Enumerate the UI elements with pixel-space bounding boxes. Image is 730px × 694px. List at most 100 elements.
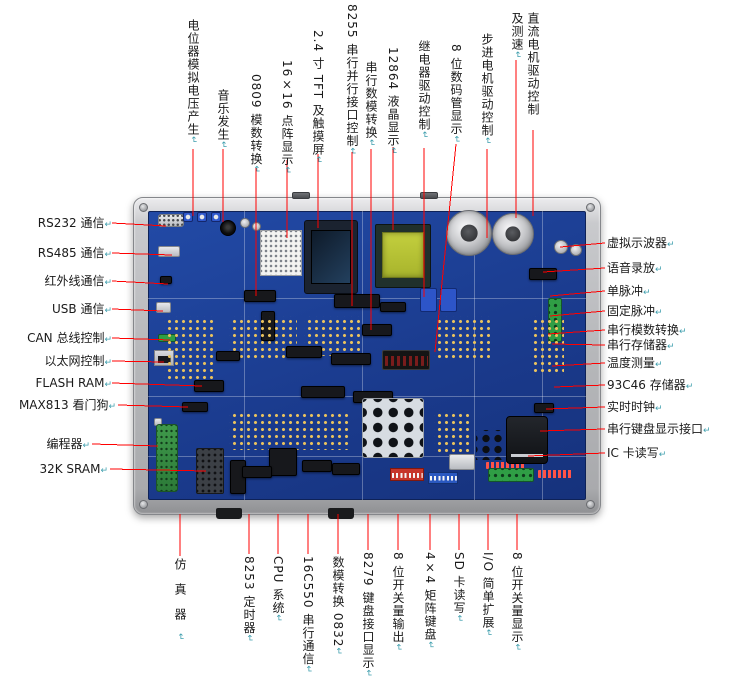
eol-mark: ↵ [388,147,398,156]
eol-mark: ↵ [655,360,663,370]
label-rtc: 实时时钟↵ [607,399,663,417]
ic-card-reader [506,416,548,464]
label-8bit-switch-display: 8 位开关量显示↵ [509,552,525,652]
label-8255-interface: 8255 串行并行接口控制↵ [344,4,360,156]
eol-mark: ↵ [282,166,292,175]
dac0832-chip [332,463,360,475]
label-music-generator: 音乐发生↵ [215,89,231,150]
label-text: FLASH RAM [35,376,105,390]
rs485-connector [158,246,180,257]
label-serial-keyboard-display: 串行键盘显示接口↵ [607,421,711,439]
case-screw [139,500,148,509]
case-foot [328,508,354,519]
label-text: 2.4 寸 TFT 及触摸屏 [311,30,325,156]
serial-dac-chip [362,324,392,336]
timer-8253-chip [242,466,272,478]
label-text: 4×4 矩阵键盘 [423,552,437,642]
dip-switch-blue [428,472,458,484]
led-strip [538,470,572,478]
label-text: 8 位数码管显示 [449,44,463,136]
label-text: 电位器模拟电压产生 [186,19,200,136]
label-sd-card-rw: SD 卡读写↵ [451,552,467,623]
label-8253-timer: 8253 定时器↵ [241,556,257,643]
speaker-buzzer [220,220,236,236]
case-clasp [292,192,310,199]
eol-mark: ↵ [425,641,435,650]
label-text: 实时时钟 [607,400,656,414]
eol-mark: ↵ [667,240,675,250]
eol-mark: ↵ [451,135,461,144]
experiment-board-photo [133,192,601,519]
label-text: 8 位开关量输出 [391,552,405,644]
label-text: MAX813 看门狗 [18,398,109,412]
label-text: 单脉冲 [607,284,644,298]
label-emulator: 仿真器↵ [172,558,188,654]
eol-mark: ↵ [218,141,228,150]
infrared-receiver [160,276,172,284]
label-text: 步进电机驱动控制 [480,33,494,137]
eol-mark: ↵ [419,131,429,140]
eol-mark: ↵ [303,665,313,674]
case-clasp [420,192,438,199]
label-text: 16C550 串行通信 [301,556,315,666]
sd-card-slot [449,454,475,470]
label-text: 继电器驱动控制 [417,40,431,131]
label-text: 8279 键盘接口显示 [361,552,375,670]
led-strip [486,462,526,469]
seven-segment-display [382,350,430,370]
eol-mark: ↵ [679,327,687,337]
label-text: I/O 简单扩展 [481,552,495,629]
label-adc-0809: 0809 模数转换↵ [248,74,264,174]
pin-header-grid [530,316,564,376]
eol-mark: ↵ [333,647,343,656]
label-ethernet: 以太网控制↵ [44,353,112,371]
eol-mark: ↵ [703,426,711,436]
eol-mark: ↵ [512,51,522,60]
eol-mark: ↵ [273,614,283,623]
eol-mark: ↵ [104,306,112,316]
label-text: 直流电机驱动控制及测速 [510,12,540,116]
label-programmer: 编程器↵ [46,436,90,454]
label-potentiometer-analog-voltage: 电位器模拟电压产生↵ [185,19,201,145]
label-text: 串行键盘显示接口 [607,422,704,436]
label-infrared: 红外线通信↵ [44,273,112,291]
label-text: 串行存储器 [607,338,668,352]
eol-mark: ↵ [244,634,254,643]
eol-mark: ↵ [685,382,694,392]
label-8bit-switch-output: 8 位开关量输出↵ [390,552,406,652]
cpu-chip [269,448,297,476]
dip-chip [216,351,240,361]
case-screw [586,203,595,212]
eol-mark: ↵ [313,155,323,165]
label-text: 16×16 点阵显示 [280,60,294,167]
eol-mark: ↵ [363,669,373,678]
label-text: 数模转换 0832 [331,556,345,648]
terminal-block [488,468,534,482]
label-text: 12864 液晶显示 [386,47,400,147]
eol-mark: ↵ [104,335,112,345]
label-32k-sram: 32K SRAM↵ [39,461,108,479]
pin-header-grid [434,410,472,456]
eol-mark: ↵ [104,278,112,288]
case-foot [216,508,242,519]
capacitor [240,218,250,228]
label-text: 93C46 存储器 [607,378,686,392]
eol-mark: ↵ [655,308,663,318]
usb-connector [156,302,171,313]
eol-mark: ↵ [100,466,108,476]
label-serial-storage: 串行存储器↵ [607,337,675,355]
label-text: 串行模数转换 [607,323,680,337]
pin-header-grid [229,410,349,450]
label-text: USB 通信 [52,302,105,316]
label-rs485: RS485 通信↵ [38,245,112,263]
max813-watchdog-chip [182,402,208,412]
case-screw [139,203,148,212]
eol-mark: ↵ [188,136,198,145]
label-temperature-measure: 温度测量↵ [607,355,663,373]
label-dc-motor-control-speed: 直流电机驱动控制及测速↵ [509,12,541,126]
label-text: IC 卡读写 [607,446,659,460]
relay [420,288,437,312]
label-usb: USB 通信↵ [52,301,112,319]
label-text: 0809 模数转换 [249,74,263,166]
eol-mark: ↵ [104,380,112,390]
